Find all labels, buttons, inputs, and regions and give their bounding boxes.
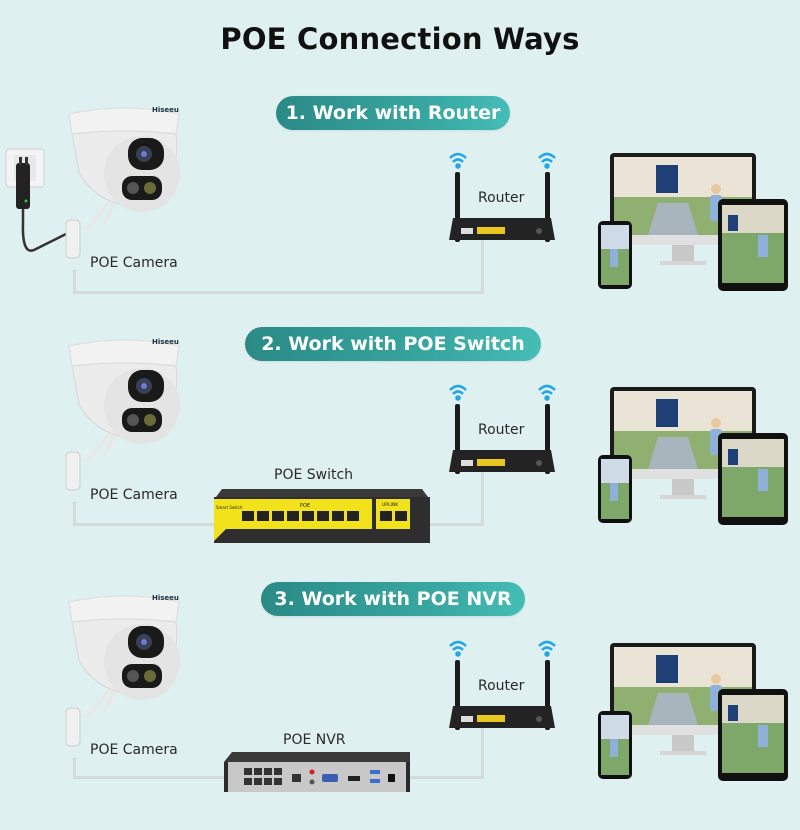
camera-brand: Hiseeu [152,594,179,602]
wifi-signal-icon [449,152,556,169]
nvr-recorder-icon [224,752,410,792]
switch-label: POE Switch [274,467,354,483]
wifi-router-icon [449,384,556,474]
wifi-signal-icon [449,640,556,657]
ethernet-cable [73,502,76,526]
ethernet-cable [481,728,484,779]
switch-brand-text: Smart Switch [216,505,243,510]
nvr-label: POE NVR [283,732,346,748]
ethernet-cable [73,758,76,779]
camera-brand: Hiseeu [152,338,179,346]
section-heading: 3. Work with POE NVR [261,582,525,616]
switch-poe-text: POE [300,503,310,509]
section-poe-nvr: 3. Work with POE NVR Hiseeu POE Camera P… [0,578,800,828]
page-title: POE Connection Ways [220,22,580,56]
camera-label: POE Camera [90,255,178,271]
router-label: Router [478,678,525,694]
section-heading: 1. Work with Router [276,96,510,130]
wifi-router-icon [449,152,556,242]
wifi-signal-icon [449,384,556,401]
dome-camera-icon: Hiseeu [65,594,180,747]
router-label: Router [478,190,525,206]
camera-label: POE Camera [90,742,178,758]
ethernet-cable [73,270,76,294]
monitor-tablet-phone-icon [598,153,788,291]
switch-uplink-text: UPLINK [382,502,399,508]
router-label: Router [478,422,525,438]
ethernet-cable [73,291,483,294]
camera-brand: Hiseeu [152,106,179,114]
section-poe-switch: 2. Work with POE Switch Hiseeu POE Camer… [0,322,800,572]
monitor-tablet-phone-icon [598,643,788,781]
wifi-router-icon [449,640,556,730]
section-heading: 2. Work with POE Switch [245,327,541,361]
ethernet-cable [481,240,484,294]
section-router: 1. Work with Router Hiseeu POE Camera Ro… [0,90,800,340]
dome-camera-icon: Hiseeu [65,338,180,491]
poe-switch-icon: POE UPLINK Smart Switch [214,489,430,543]
camera-label: POE Camera [90,487,178,503]
dome-camera-icon: Hiseeu [65,106,180,259]
monitor-tablet-phone-icon [598,387,788,525]
power-adapter-icon [5,148,75,252]
ethernet-cable [481,472,484,526]
